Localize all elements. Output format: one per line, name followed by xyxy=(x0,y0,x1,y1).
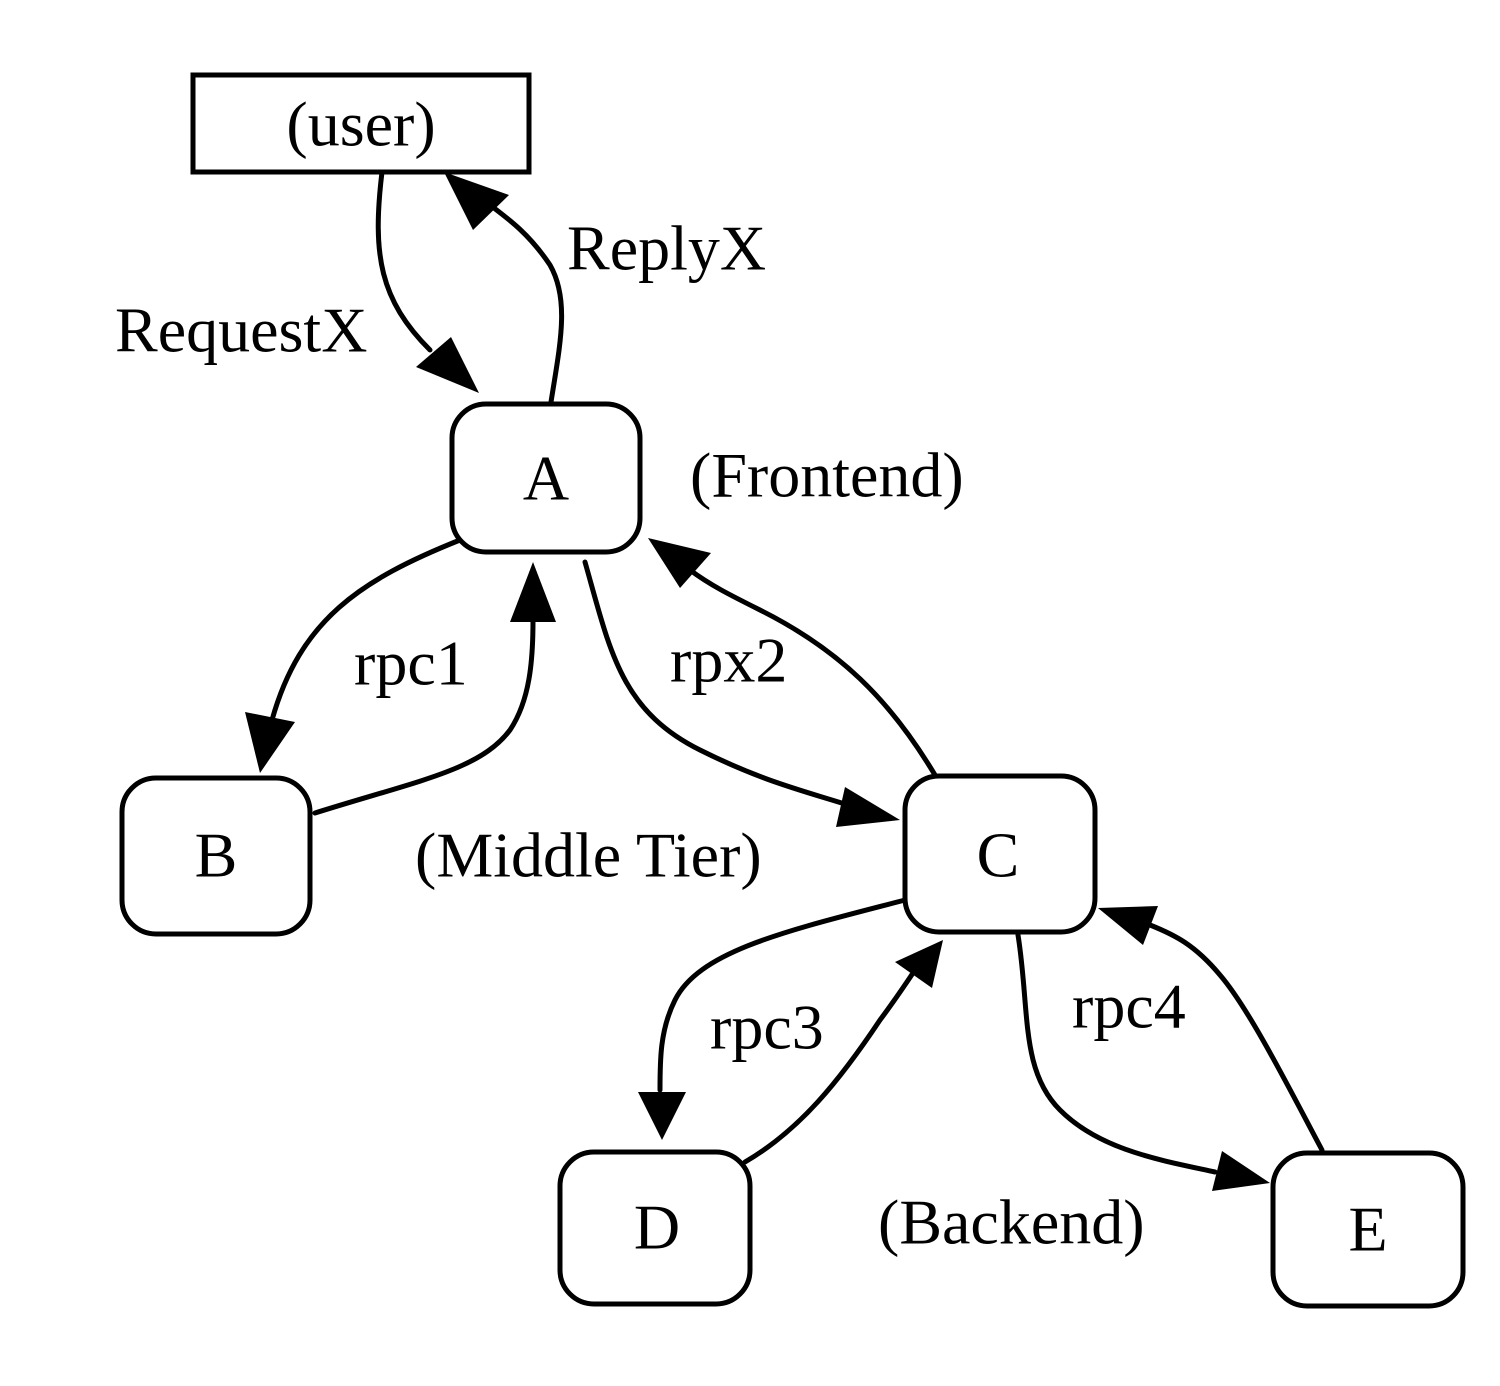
edge-label-rpc4: rpc4 xyxy=(1072,971,1186,1042)
edge-request-user-to-a xyxy=(375,169,479,393)
arrowhead xyxy=(638,1092,686,1140)
edge-reply-a-to-user xyxy=(444,172,565,405)
node-e-box xyxy=(1270,1150,1466,1309)
arrowhead xyxy=(1212,1151,1270,1191)
arrowhead xyxy=(836,787,900,827)
tier-label-backend: (Backend) xyxy=(878,1187,1145,1258)
node-user-box xyxy=(190,72,532,175)
arrowhead xyxy=(416,337,479,393)
node-a-label: A xyxy=(523,443,569,514)
arrowhead xyxy=(245,712,295,773)
edge-rpx2-a-to-c xyxy=(582,559,900,827)
edge-rpc3-d-to-c xyxy=(742,940,943,1165)
node-c-box xyxy=(902,773,1098,935)
arrowhead xyxy=(444,172,509,230)
node-user-label: (user) xyxy=(286,89,435,160)
node-d-box xyxy=(557,1149,753,1307)
edge-label-requestx: RequestX xyxy=(115,295,367,366)
node-user: (user) xyxy=(190,72,532,175)
edge-rpx2-c-to-a xyxy=(648,538,938,778)
tier-label-middle: (Middle Tier) xyxy=(415,820,762,891)
node-c: C xyxy=(902,773,1098,935)
node-c-label: C xyxy=(977,820,1020,891)
node-e-label: E xyxy=(1348,1194,1387,1265)
edge-rpc3-c-to-d xyxy=(638,897,908,1140)
edge-rpc4-e-to-c xyxy=(1098,906,1325,1153)
node-d: D xyxy=(557,1149,753,1307)
edge-label-rpc3: rpc3 xyxy=(710,992,824,1063)
node-b-box xyxy=(119,775,313,937)
arrowhead xyxy=(1098,906,1158,945)
edge-label-rpx2: rpx2 xyxy=(670,625,787,696)
edge-rpc1-a-to-b xyxy=(245,537,463,773)
node-a: A xyxy=(449,401,643,555)
edge-rpc4-c-to-e xyxy=(1015,932,1270,1191)
edge-label-replyx: ReplyX xyxy=(567,213,766,284)
node-b-label: B xyxy=(195,820,238,891)
tier-label-frontend: (Frontend) xyxy=(690,440,964,511)
node-a-box xyxy=(449,401,643,555)
edge-rpc1-b-to-a xyxy=(312,562,556,816)
arrowhead xyxy=(895,940,943,988)
arrowhead xyxy=(648,538,711,588)
edge-label-rpc1: rpc1 xyxy=(354,628,468,699)
arrowhead xyxy=(510,562,556,622)
node-e: E xyxy=(1270,1150,1466,1309)
node-d-label: D xyxy=(634,1192,680,1263)
node-b: B xyxy=(119,775,313,937)
